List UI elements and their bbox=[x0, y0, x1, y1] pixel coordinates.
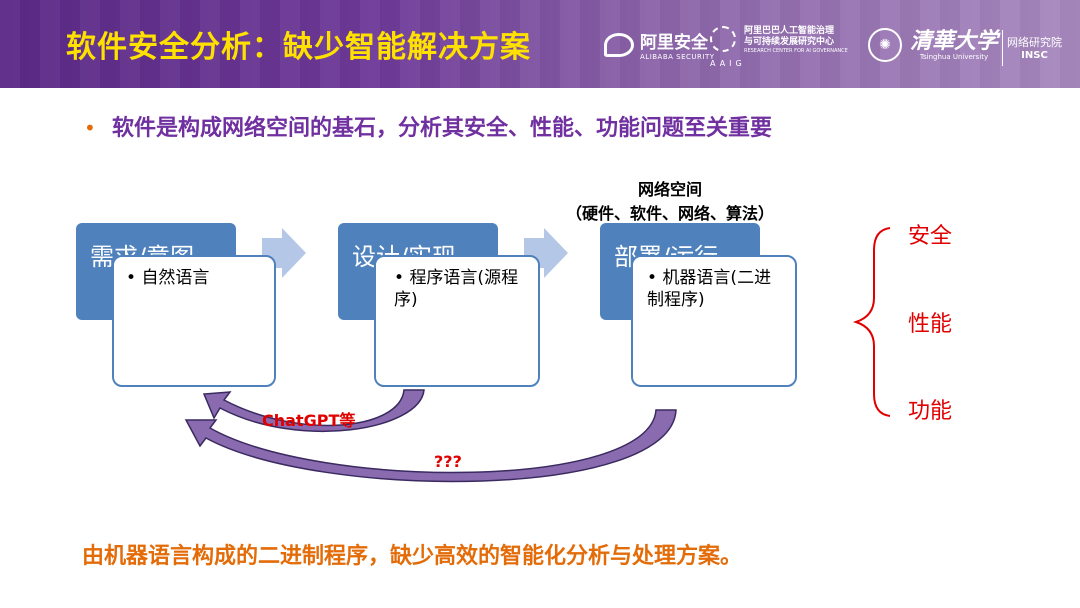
insc-logo-en: INSC bbox=[1021, 50, 1048, 61]
stage-design-detail-text: 程序语言(源程序) bbox=[394, 268, 519, 310]
aspect-performance: 性能 bbox=[908, 312, 953, 337]
brace-shape bbox=[852, 227, 891, 417]
conclusion-text: 由机器语言构成的二进制程序，缺少高效的智能化分析与处理方案。 bbox=[82, 544, 743, 569]
tsinghua-logo: ✺ 清華大学 Tsinghua University bbox=[868, 28, 998, 62]
aaig-logo: AAIG 阿里巴巴人工智能治理 与可持续发展研究中心 RESEARCH CENT… bbox=[710, 26, 848, 68]
aaig-cn-line2: 与可持续发展研究中心 bbox=[744, 37, 835, 47]
network-space-title: 网络空间 bbox=[637, 180, 702, 199]
tsinghua-seal-icon: ✺ bbox=[868, 28, 902, 62]
slide-title: 软件安全分析：缺少智能解决方案 bbox=[66, 30, 531, 65]
insc-logo-cn: 网络研究院 bbox=[1007, 36, 1062, 49]
stage-deploy-detail-text: 机器语言(二进制程序) bbox=[647, 268, 772, 310]
alibaba-logo-cn: 阿里安全 bbox=[640, 33, 708, 53]
aaig-abbr: AAIG bbox=[710, 59, 746, 68]
aspect-security: 安全 bbox=[908, 224, 953, 249]
aaig-mark-icon bbox=[710, 26, 736, 52]
alibaba-security-logo: 阿里安全 ALIBABA SECURITY bbox=[604, 28, 715, 61]
alibaba-mark-icon bbox=[604, 32, 634, 57]
curved-arrow-unknown bbox=[184, 409, 677, 483]
stage-design-bullet: • bbox=[394, 268, 405, 288]
aaig-cn-line1: 阿里巴巴人工智能治理 bbox=[744, 26, 835, 36]
tsinghua-logo-cn: 清華大学 bbox=[910, 28, 999, 54]
tsinghua-logo-en: Tsinghua University bbox=[919, 53, 989, 61]
logo-divider bbox=[1002, 30, 1003, 66]
stage-design-detail: • 程序语言(源程序) bbox=[374, 255, 540, 387]
stage-requirement-bullet: • bbox=[126, 268, 137, 288]
network-space-subtitle: （硬件、软件、网络、算法） bbox=[565, 204, 774, 223]
curved-arrow-chatgpt bbox=[202, 389, 425, 433]
network-space-label: 网络空间 （硬件、软件、网络、算法） bbox=[540, 178, 800, 226]
aspect-functionality: 功能 bbox=[908, 399, 953, 424]
chatgpt-label: ChatGPT等 bbox=[262, 411, 356, 430]
header-banner: 软件安全分析：缺少智能解决方案 阿里安全 ALIBABA SECURITY AA… bbox=[0, 0, 1080, 88]
bullet-marker: • bbox=[84, 116, 96, 140]
stage-requirement-detail: • 自然语言 bbox=[112, 255, 276, 387]
unknown-label: ??? bbox=[434, 452, 462, 471]
stage-deploy-detail: • 机器语言(二进制程序) bbox=[631, 255, 797, 387]
main-bullet-text: 软件是构成网络空间的基石，分析其安全、性能、功能问题至关重要 bbox=[112, 116, 773, 141]
insc-logo: 网络研究院 INSC bbox=[1007, 34, 1062, 61]
alibaba-logo-en: ALIBABA SECURITY bbox=[640, 53, 715, 61]
stage-deploy-bullet: • bbox=[647, 268, 658, 288]
stage-requirement-detail-text: 自然语言 bbox=[141, 268, 210, 288]
aaig-en: RESEARCH CENTER FOR AI GOVERNANCE bbox=[744, 48, 848, 54]
